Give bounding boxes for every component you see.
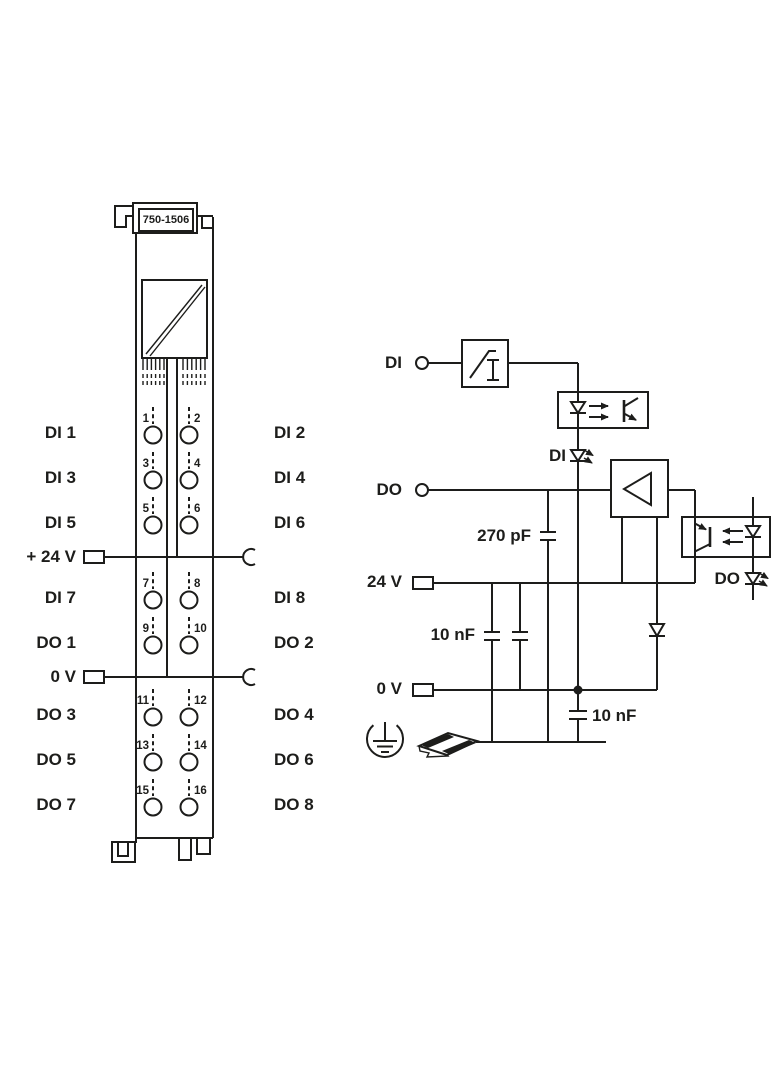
capacitor-10nf-pair-icon	[484, 583, 528, 742]
circuit-schematic	[366, 339, 771, 758]
contact-number-6: 6	[194, 503, 201, 515]
contact-number-11: 11	[136, 695, 149, 707]
contact-number-9: 9	[142, 623, 149, 635]
optocoupler-di-icon	[557, 391, 649, 429]
pin-comb	[142, 358, 206, 385]
do-terminal-icon	[415, 483, 429, 497]
schematic-0v-label: 0 V	[376, 679, 402, 698]
label-do1: DO 1	[36, 633, 76, 652]
rail-24v	[412, 576, 695, 590]
contact-number-2: 2	[194, 413, 201, 425]
cap-270pf-label: 270 pF	[477, 526, 531, 545]
output-driver-icon	[610, 459, 669, 518]
contact-number-8: 8	[194, 578, 201, 590]
power-jumper-contact-icon	[242, 548, 256, 566]
di-status-led-icon	[569, 428, 594, 464]
ground-area	[366, 722, 606, 758]
input-filter-icon	[461, 339, 509, 388]
schematic-do-label: DO	[376, 480, 403, 499]
capacitor-10nf-bottom-icon	[569, 690, 587, 742]
contact-number-16: 16	[194, 785, 207, 797]
label-di2: DI 2	[274, 423, 306, 442]
contact-number-10: 10	[194, 623, 207, 635]
do-output-circuit	[415, 459, 771, 742]
label-di5: DI 5	[44, 513, 76, 532]
function-block-icon	[141, 279, 208, 359]
label-di3: DI 3	[44, 468, 76, 487]
freewheel-diode-icon	[648, 517, 666, 690]
rail-0v	[412, 683, 657, 697]
label-do4: DO 4	[274, 705, 314, 724]
label-di8: DI 8	[274, 588, 306, 607]
do-status-led-icon	[744, 571, 769, 600]
io-module	[83, 202, 256, 863]
contact-circles	[143, 407, 199, 817]
functional-earth-icon	[366, 722, 404, 758]
led-di-label: DI	[549, 446, 566, 465]
label-do3: DO 3	[36, 705, 76, 724]
contact-number-12: 12	[194, 695, 207, 707]
cap-10nf-left-label: 10 nF	[430, 625, 475, 644]
contact-number-13: 13	[136, 740, 149, 752]
contact-number-14: 14	[194, 740, 207, 752]
optocoupler-do-icon	[681, 497, 771, 573]
contact-number-7: 7	[142, 578, 149, 590]
contact-number-4: 4	[194, 458, 201, 470]
label-plus24v: + 24 V	[26, 547, 76, 566]
contact-number-1: 1	[142, 413, 149, 425]
label-do5: DO 5	[36, 750, 76, 769]
label-do7: DO 7	[36, 795, 76, 814]
internal-bus-lines	[166, 358, 178, 677]
schematic-di-label: DI	[385, 353, 402, 372]
label-di7: DI 7	[44, 588, 76, 607]
capacitor-270pf-icon	[540, 490, 556, 742]
led-do-label: DO	[714, 569, 741, 588]
power-jumper-contact-icon	[242, 668, 256, 686]
label-do6: DO 6	[274, 750, 314, 769]
module-casing-outline	[111, 202, 214, 863]
din-rail-icon	[416, 731, 480, 758]
di-terminal-icon	[415, 356, 429, 370]
label-do2: DO 2	[274, 633, 314, 652]
contact-number-3: 3	[142, 458, 149, 470]
module-model-label: 750-1506	[142, 214, 190, 226]
label-do8: DO 8	[274, 795, 314, 814]
schematic-24v-label: 24 V	[367, 572, 402, 591]
contact-number-15: 15	[136, 785, 149, 797]
contact-number-5: 5	[142, 503, 149, 515]
plus24v-rail	[83, 548, 256, 566]
label-0v: 0 V	[50, 667, 76, 686]
cap-10nf-bottom-label: 10 nF	[592, 706, 637, 725]
di-input-circuit	[415, 339, 649, 742]
zerov-rail	[83, 668, 256, 686]
label-di4: DI 4	[274, 468, 306, 487]
label-di6: DI 6	[274, 513, 306, 532]
label-di1: DI 1	[44, 423, 76, 442]
